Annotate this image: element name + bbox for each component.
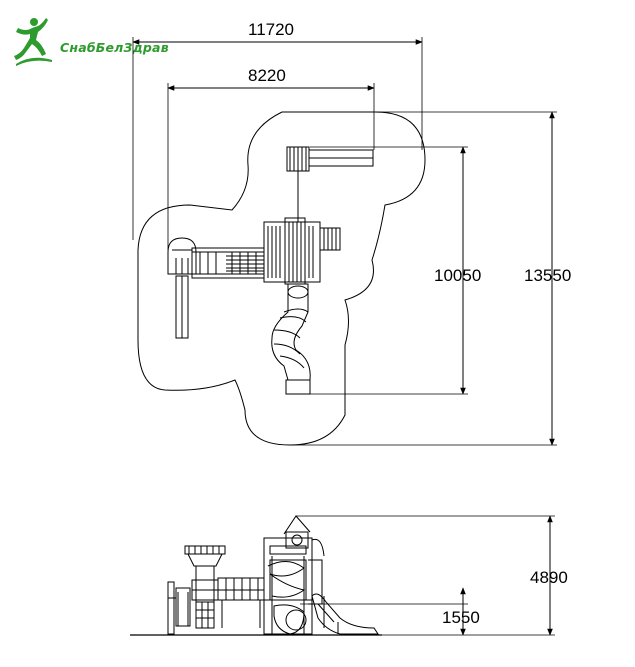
side-main-tower	[263, 515, 325, 635]
dim-inner-width: 8220	[248, 66, 286, 85]
leaping-figure-icon	[14, 18, 52, 66]
top-left-tower	[167, 237, 197, 339]
dim-platform-height: 1550	[442, 608, 480, 627]
side-left-slide	[167, 581, 191, 635]
top-central-platform	[263, 217, 341, 285]
top-spiral-slide	[271, 283, 311, 395]
side-left-tower	[184, 545, 226, 629]
dim-overall-height: 4890	[530, 568, 568, 587]
top-tower-upper	[286, 146, 374, 222]
side-bridge	[217, 577, 265, 628]
dim-total-width: 11720	[248, 20, 295, 39]
side-right-slide	[311, 593, 379, 635]
dim-total-height: 13550	[524, 266, 572, 285]
safety-zone-outline	[137, 111, 426, 446]
dim-inner-height: 10050	[434, 266, 482, 285]
top-bridge	[191, 247, 265, 279]
